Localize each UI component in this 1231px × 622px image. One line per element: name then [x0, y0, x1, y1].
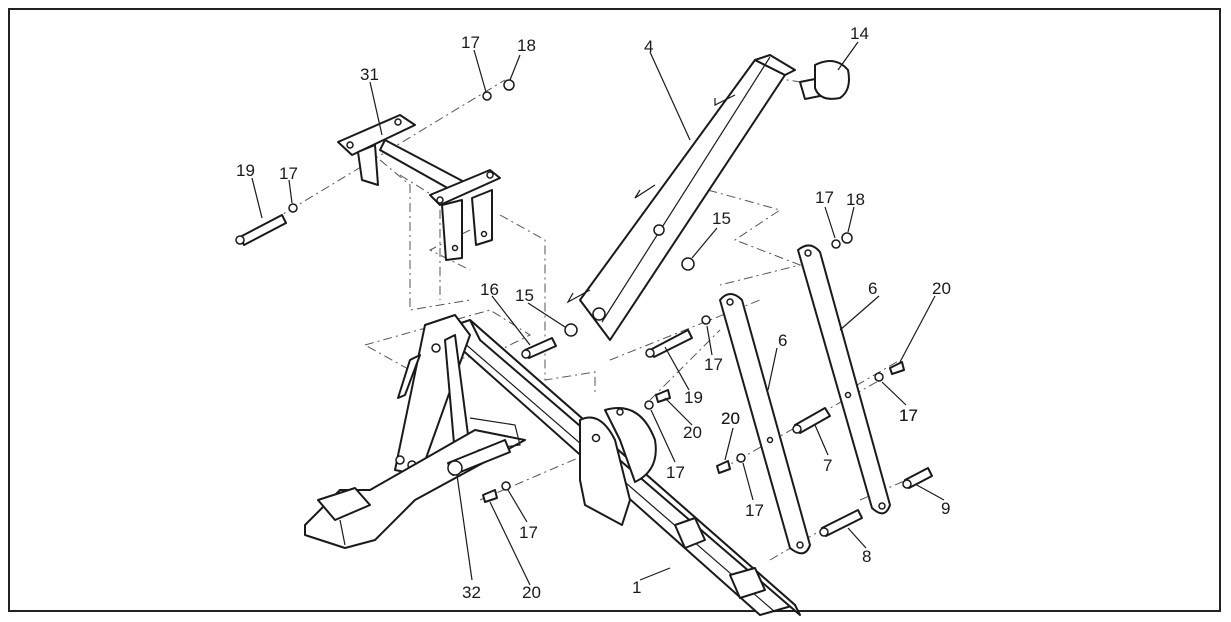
washers-and-nuts [288, 79, 884, 491]
callout-32: 32 [462, 583, 481, 602]
callout-8: 8 [862, 547, 871, 566]
part-14-knob [799, 60, 850, 100]
frame-mount-plates [579, 407, 766, 599]
callout-6: 6 [778, 331, 787, 350]
callout-19: 19 [236, 161, 255, 180]
callout-20: 20 [932, 279, 951, 298]
callout-15: 15 [515, 286, 534, 305]
part-32-pin [447, 439, 511, 476]
part-6-link-front [719, 293, 811, 555]
callout-17: 17 [704, 355, 723, 374]
callout-4: 4 [644, 37, 653, 56]
alignment-lines [239, 74, 931, 561]
part-8-rod [819, 509, 863, 537]
callout-17: 17 [745, 501, 764, 520]
callout-18: 18 [517, 36, 536, 55]
callout-1: 1 [632, 578, 641, 597]
part-31-bracket [337, 114, 501, 261]
part-19-bolt-lower [645, 329, 693, 358]
callout-17: 17 [279, 164, 298, 183]
callout-17: 17 [815, 188, 834, 207]
callout-7: 7 [823, 456, 832, 475]
leader-lines [251, 41, 945, 586]
part-16-spacer [521, 337, 557, 359]
callout-20: 20 [683, 423, 702, 442]
callout-17: 17 [666, 463, 685, 482]
part-7-rod [792, 407, 831, 434]
callout-9: 9 [941, 499, 950, 518]
callout-6: 6 [868, 279, 877, 298]
part-6-link-rear [797, 244, 891, 515]
part-19-bolt-upper [235, 214, 287, 246]
callout-14: 14 [850, 24, 869, 43]
part-4-arm [566, 54, 796, 341]
callout-15: 15 [712, 209, 731, 228]
callout-18: 18 [846, 190, 865, 209]
callout-17: 17 [899, 406, 918, 425]
callout-17: 17 [519, 523, 538, 542]
callout-19: 19 [684, 388, 703, 407]
callout-17: 17 [461, 33, 480, 52]
callout-16: 16 [480, 280, 499, 299]
callout-17: 17 [899, 406, 918, 425]
callout-20: 20 [721, 409, 740, 428]
callout-20: 20 [522, 583, 541, 602]
callout-20: 20 [721, 409, 740, 428]
part-9-rod [902, 467, 933, 489]
callout-31: 31 [360, 65, 379, 84]
callout-labels: 31 17 18 4 14 19 17 17 18 15 16 15 6 20 … [236, 24, 951, 602]
